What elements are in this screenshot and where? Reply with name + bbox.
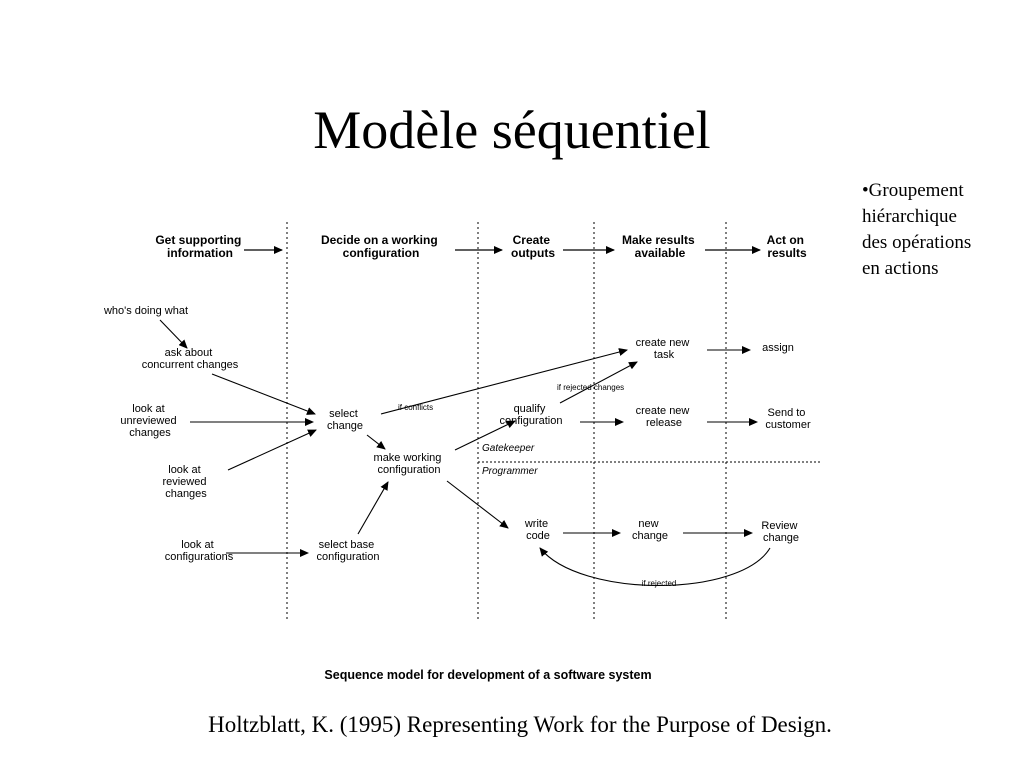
flow-arrow (357, 481, 389, 535)
flow-arrow (159, 319, 188, 349)
node-whos-doing-what: who's doing what (103, 305, 188, 317)
phase-dividers (286, 222, 727, 620)
node-create-new-release: create new release (636, 405, 693, 429)
flow-arrow-loop (539, 547, 771, 586)
flow-arrow (366, 434, 386, 450)
flow-arrow (227, 429, 317, 471)
bullet-line: hiérarchique (862, 206, 957, 227)
edge-label-if-conflicts: if conflicts (398, 403, 433, 412)
node-make-working-configuration: make working configuration (374, 452, 445, 476)
citation: Holtzblatt, K. (1995) Representing Work … (208, 712, 832, 737)
node-assign: assign (762, 342, 794, 354)
flow-arrows (159, 319, 771, 586)
node-look-configurations: look at configurations (165, 539, 234, 563)
node-create-new-task: create new task (636, 337, 693, 361)
diagram-caption: Sequence model for development of a soft… (324, 668, 651, 682)
edge-label-if-rejected-changes: if rejected changes (557, 383, 624, 392)
role-label-gatekeeper: Gatekeeper (482, 443, 535, 454)
flow-arrow (446, 480, 509, 529)
phase-header: Create outputs (511, 233, 555, 260)
slide-title: Modèle séquentiel (313, 100, 711, 160)
node-write-code: write code (524, 518, 551, 542)
bullet-line: en actions (862, 258, 939, 279)
bullet-line: •Groupement (862, 180, 964, 201)
flow-arrow (380, 348, 628, 415)
flow-arrow (559, 361, 638, 404)
phase-header: Decide on a working configuration (321, 233, 441, 260)
node-look-reviewed: look at reviewed changes (162, 464, 209, 500)
phase-header: Act on results (767, 233, 808, 260)
bullet-line: des opérations (862, 232, 972, 253)
node-review-change: Review change (761, 520, 800, 544)
bullet-note: •Groupement hiérarchique des opérations … (862, 178, 1012, 282)
role-label-programmer: Programmer (482, 466, 538, 477)
node-look-unreviewed: look at unreviewed changes (120, 403, 179, 439)
flow-arrow (211, 373, 316, 415)
node-select-change: select change (327, 408, 363, 432)
node-select-base-configuration: select base configuration (317, 539, 380, 563)
edge-label-if-rejected: if rejected (642, 579, 677, 588)
flow-arrow (454, 420, 516, 451)
phase-header: Make results available (622, 233, 698, 260)
phase-header: Get supporting information (155, 233, 244, 260)
node-new-change: new change (632, 518, 668, 542)
node-ask-about-changes: ask about concurrent changes (142, 347, 239, 371)
node-send-to-customer: Send to customer (765, 407, 811, 431)
